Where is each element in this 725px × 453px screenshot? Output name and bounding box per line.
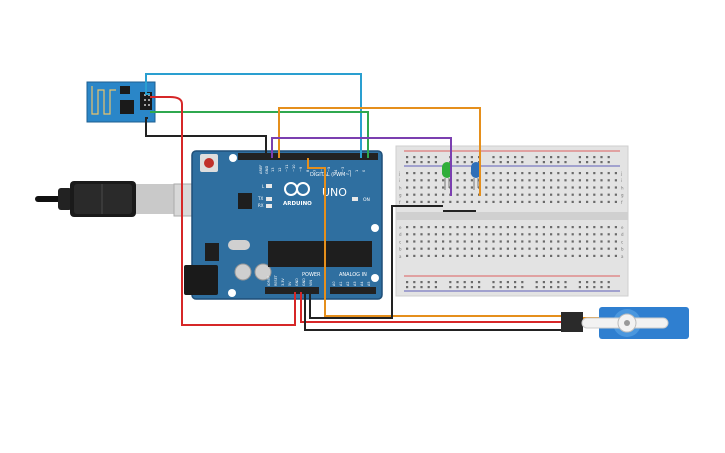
row-letter-left-bottom-4: a [399,254,402,259]
digital-pin-label-10: ~3 [341,167,345,172]
rx-label: RX [258,203,264,208]
row-letter-left-top-1: i [399,178,400,183]
tx-label: TX [257,196,263,201]
row-letter-right-bottom-0: e [621,225,624,230]
digital-pin-label-1: 12 [278,167,282,172]
power-pin-label-0: IOREF [267,276,271,286]
wire-red-servo[interactable] [300,292,561,323]
power-pin-label-6: VIN [309,280,313,286]
wires [145,73,561,331]
power-pin-label-1: RESET [274,274,278,286]
analog-header[interactable] [330,287,376,294]
atmega-chip [268,241,372,267]
row-letter-left-bottom-1: d [399,232,402,237]
row-letter-left-top-2: h [399,185,402,190]
blue-led[interactable] [471,162,481,190]
usb-cable[interactable] [35,181,219,217]
analog-pin-label-3: A3 [353,282,357,286]
wire-purple-led[interactable] [271,137,452,196]
row-letter-left-top-4: f [399,200,401,205]
wire-green[interactable] [150,111,369,158]
row-letter-left-bottom-3: b [399,247,402,252]
analog-pin-label-0: A0 [332,282,336,286]
digital-pin-label-3: ~10 [292,164,296,172]
power-pin-label-5: GND [302,278,306,286]
wire-orange-led[interactable] [278,107,481,196]
digital-pin-label-6: 7 [313,170,317,172]
power-pin-label-4: GND [295,278,299,286]
row-letter-left-bottom-0: e [399,225,402,230]
row-letter-right-bottom-2: c [621,239,623,244]
digital-header[interactable] [238,153,378,160]
digital-pin-label-2: ~11 [285,164,289,172]
arduino-logo [284,182,310,196]
wire-blue[interactable] [145,73,362,158]
row-letter-right-top-4: f [621,200,623,205]
row-letter-right-top-0: j [620,171,622,176]
analog-label: ANALOG IN [339,272,367,278]
digital-pin-label-0: 13 [271,167,275,172]
row-letter-right-top-1: i [621,178,622,183]
breadboard-holes[interactable] [406,156,617,289]
row-letter-right-bottom-1: d [621,232,624,237]
row-letter-right-top-3: g [621,193,624,198]
l-label: L [262,184,265,189]
analog-pin-label-4: A4 [360,282,364,286]
wire-black-breadboard[interactable] [309,205,443,319]
row-letter-left-top-3: g [399,193,402,198]
aref-label: AREF [259,165,263,174]
digital-pin-label-9: 4 [334,169,338,172]
power-header[interactable] [265,287,319,294]
row-letter-left-bottom-2: c [399,239,401,244]
wire-black-esp[interactable] [145,117,267,158]
model-label: UNO [322,186,347,199]
power-label: POWER [302,272,321,278]
row-letter-right-bottom-3: b [621,247,624,252]
arduino-uno-board[interactable]: ARDUINO UNO DIGITAL (PWM~) POWER ANALOG … [184,150,383,300]
row-letter-right-bottom-4: a [621,254,624,259]
analog-pin-label-1: A1 [339,282,343,286]
power-pin-label-2: 3.3V [281,278,285,286]
analog-pin-label-5: A5 [367,282,371,286]
power-pin-label-3: 5V [288,281,292,286]
analog-pin-label-2: A2 [346,282,350,286]
power-jack [184,265,218,295]
digital-pin-label-8: ~5 [327,167,331,172]
row-letter-left-top-0: j [398,171,400,176]
green-led[interactable] [442,162,452,190]
servo-motor[interactable] [561,307,689,339]
digital-pin-label-11: 2 [348,170,352,172]
brand-label: ARDUINO [283,201,312,207]
digital-pin-label-13: 0 [362,169,366,172]
wire-orange-servo[interactable] [307,158,561,317]
digital-label: DIGITAL (PWM~) [310,172,352,178]
wire-black-servo[interactable] [304,292,561,331]
digital-pin-label-5: 8 [306,169,310,172]
wire-red-esp[interactable] [150,96,296,326]
esp8266-module[interactable] [86,81,156,123]
digital-pin-label-12: 1 [355,170,359,172]
on-label: ON [363,197,370,203]
digital-pin-label-4: ~9 [299,166,303,172]
gnd-label: GND [265,166,269,174]
row-letter-right-top-2: h [621,185,624,190]
